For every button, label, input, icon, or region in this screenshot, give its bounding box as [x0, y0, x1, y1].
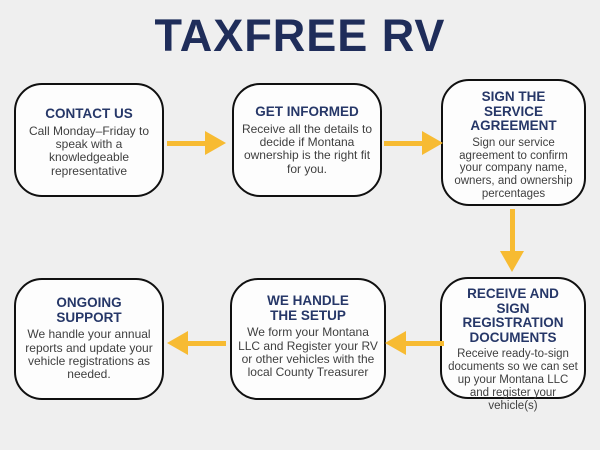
arrow-left-icon [385, 331, 444, 355]
arrow-shaft [167, 140, 205, 146]
step-heading: ONGOING SUPPORT [56, 295, 122, 325]
step-contact-us: CONTACT US Call Monday–Friday to speak w… [14, 83, 164, 197]
step-sign-service-agreement: SIGN THE SERVICE AGREEMENT Sign our serv… [441, 79, 586, 206]
step-body: We form your Montana LLC and Register yo… [238, 325, 378, 380]
step-body: Call Monday–Friday to speak with a knowl… [28, 123, 150, 178]
step-we-handle-the-setup: WE HANDLE THE SETUP We form your Montana… [230, 278, 386, 400]
arrow-head [422, 131, 443, 155]
step-heading: GET INFORMED [255, 104, 359, 119]
step-body: Sign our service agreement to confirm yo… [454, 136, 573, 201]
step-body: Receive all the details to decide if Mon… [241, 121, 373, 176]
arrow-right-icon [384, 131, 443, 155]
arrow-head [385, 331, 406, 355]
step-heading: WE HANDLE THE SETUP [267, 293, 349, 323]
arrow-right-icon [167, 131, 226, 155]
step-body: Receive ready-to-sign documents so we ca… [448, 348, 578, 412]
step-heading: CONTACT US [45, 106, 133, 121]
step-body: We handle your annual reports and update… [25, 327, 153, 382]
arrow-down-icon [500, 209, 524, 272]
arrow-shaft [384, 140, 422, 146]
arrow-head [167, 331, 188, 355]
step-heading: SIGN THE SERVICE AGREEMENT [470, 89, 557, 134]
page-title: TAXFREE RV [154, 10, 446, 61]
step-receive-sign-registration-documents: RECEIVE AND SIGN REGISTRATION DOCUMENTS … [440, 277, 586, 412]
arrow-shaft [509, 209, 515, 251]
arrow-shaft [406, 340, 444, 346]
step-ongoing-support: ONGOING SUPPORT We handle your annual re… [14, 278, 164, 400]
arrow-left-icon [167, 331, 226, 355]
arrow-shaft [188, 340, 226, 346]
step-get-informed: GET INFORMED Receive all the details to … [232, 83, 382, 197]
arrow-head [500, 251, 524, 272]
arrow-head [205, 131, 226, 155]
step-heading: RECEIVE AND SIGN REGISTRATION DOCUMENTS [462, 286, 564, 345]
